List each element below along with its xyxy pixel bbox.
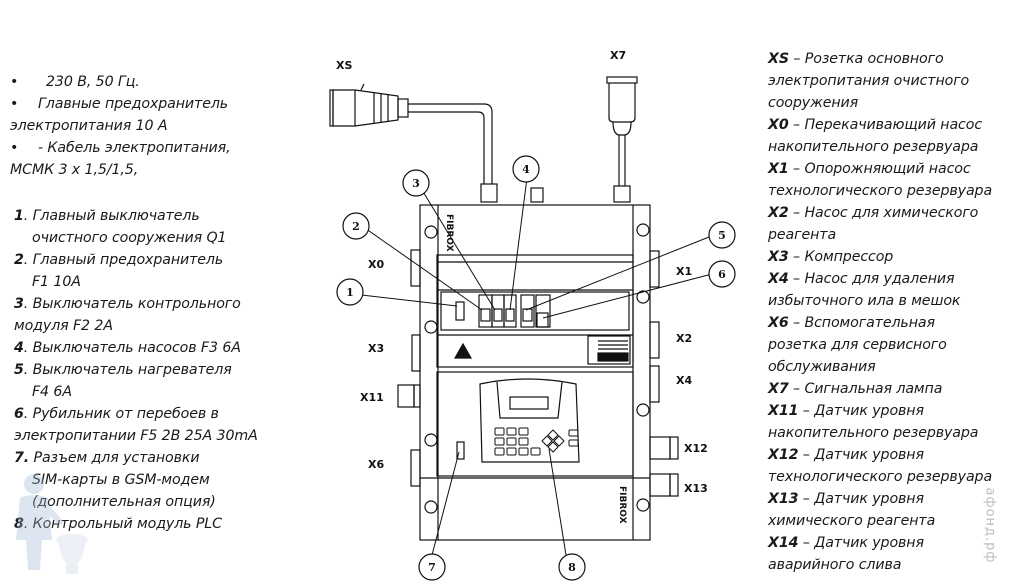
port-label-x2: X2 bbox=[676, 332, 692, 345]
svg-text:5: 5 bbox=[718, 229, 726, 242]
svg-text:8: 8 bbox=[568, 561, 576, 574]
components-legend: 1. Главный выключатель очистного сооруже… bbox=[14, 205, 258, 535]
spec-item: •230 В, 50 Гц. bbox=[10, 74, 140, 90]
port-label-x0: X0 bbox=[368, 258, 384, 271]
connector-item-x1: X1 – Опорожняющий насос bbox=[768, 161, 971, 177]
port-label-x4: X4 bbox=[676, 374, 692, 387]
callout-5 bbox=[708, 221, 736, 249]
spec-item-cont: МСМК 3 х 1,5/1,5, bbox=[10, 162, 139, 178]
connector-item-x14: X14 – Датчик уровня bbox=[768, 535, 924, 551]
spec-item-cont: электропитания 10 А bbox=[10, 118, 168, 134]
x7-signal-lamp bbox=[606, 76, 638, 203]
svg-text:6: 6 bbox=[718, 268, 726, 281]
warning-icon bbox=[453, 342, 473, 359]
connector-item-x2: X2 – Насос для химического bbox=[768, 205, 979, 221]
connector-item-cont: накопительного резервуара bbox=[768, 425, 979, 441]
enclosure: FIBROX FIBROX bbox=[419, 204, 651, 541]
side-connectors bbox=[397, 249, 679, 497]
connector-item-xs: XS – Розетка основного bbox=[768, 51, 944, 67]
legend-item-7: 7. Разъем для установки bbox=[14, 450, 200, 466]
connector-item-x12: X12 – Датчик уровня bbox=[768, 447, 924, 463]
connector-item-x4: X4 – Насос для удаления bbox=[768, 271, 955, 287]
callout-3 bbox=[402, 169, 430, 197]
connector-item-cont: реагента bbox=[768, 227, 837, 243]
spec-text: - Кабель электропитания, bbox=[38, 140, 231, 156]
connector-item-x3: X3 – Компрессор bbox=[768, 249, 894, 265]
legend-item-2: 2. Главный предохранитель bbox=[14, 252, 224, 268]
connector-item-x0: X0 – Перекачивающий насос bbox=[768, 117, 983, 133]
spec-item: •- Кабель электропитания, bbox=[10, 140, 231, 156]
connector-item-x6: X6 – Вспомогательная bbox=[768, 315, 935, 331]
spec-item: •Главные предохранитель bbox=[10, 96, 229, 112]
connector-item-x11: X11 – Датчик уровня bbox=[768, 403, 924, 419]
svg-text:3: 3 bbox=[412, 177, 420, 190]
legend-item-4: 4. Выключатель насосов F3 6A bbox=[14, 340, 241, 356]
callout-1 bbox=[336, 278, 364, 306]
power-specs-list: •230 В, 50 Гц. •Главные предохранитель э… bbox=[10, 71, 231, 181]
spec-text: 230 В, 50 Гц. bbox=[46, 74, 140, 90]
brand-label-top: FIBROX bbox=[444, 214, 454, 252]
connector-item-cont: аварийного слива bbox=[768, 557, 902, 573]
connectors-legend: XS – Розетка основного электропитания очи… bbox=[768, 48, 992, 576]
plc-controller bbox=[479, 378, 580, 463]
connector-item-cont: технологического резервуара bbox=[768, 469, 993, 485]
sim-slot bbox=[456, 441, 465, 460]
port-label-x6: X6 bbox=[368, 458, 384, 471]
svg-text:4: 4 bbox=[522, 163, 530, 176]
port-label-x13: X13 bbox=[684, 482, 708, 495]
connector-item-cont: сооружения bbox=[768, 95, 859, 111]
legend-item-8: 8. Контрольный модуль PLC bbox=[14, 516, 222, 532]
legend-item-5: 5. Выключатель нагревателя bbox=[14, 362, 232, 378]
legend-item-6: 6. Рубильник от перебоев в bbox=[14, 406, 219, 422]
port-label-x7: X7 bbox=[610, 49, 626, 62]
callout-6 bbox=[708, 260, 736, 288]
connector-item-cont: химического реагента bbox=[768, 513, 936, 529]
connector-item-cont: технологического резервуара bbox=[768, 183, 993, 199]
legend-item-3: 3. Выключатель контрольного bbox=[14, 296, 241, 312]
port-label-x1: X1 bbox=[676, 265, 692, 278]
port-label-xs: XS bbox=[336, 59, 352, 72]
callouts bbox=[336, 155, 736, 581]
callout-leaders bbox=[352, 177, 715, 556]
spec-text: Главные предохранитель bbox=[38, 96, 229, 112]
brand-label-bottom: FIBROX bbox=[617, 486, 627, 524]
connector-item-cont: электропитания очистного bbox=[768, 73, 970, 89]
callout-4 bbox=[512, 155, 540, 183]
svg-text:1: 1 bbox=[346, 286, 354, 299]
cable-gland bbox=[530, 187, 544, 203]
plumber-mascot-icon bbox=[16, 474, 88, 574]
port-label-x12: X12 bbox=[684, 442, 708, 455]
legend-item-1: 1. Главный выключатель bbox=[14, 208, 200, 224]
callout-8 bbox=[558, 553, 586, 581]
connector-item-cont: розетка для сервисного bbox=[768, 337, 947, 353]
svg-text:7: 7 bbox=[428, 561, 436, 574]
port-label-x11: X11 bbox=[360, 391, 384, 404]
connector-item-cont: обслуживания bbox=[768, 359, 876, 375]
connector-item-cont: избыточного ила в мешок bbox=[768, 293, 961, 309]
connector-item-x7: X7 – Сигнальная лампа bbox=[768, 381, 943, 397]
svg-text:2: 2 bbox=[352, 220, 360, 233]
callout-7 bbox=[418, 553, 446, 581]
site-watermark: афонд.рф bbox=[982, 487, 998, 564]
connector-item-cont: накопительного резервуара bbox=[768, 139, 979, 155]
xs-power-plug bbox=[329, 83, 498, 203]
connector-item-x13: X13 – Датчик уровня bbox=[768, 491, 924, 507]
port-label-x3: X3 bbox=[368, 342, 384, 355]
callout-2 bbox=[342, 212, 370, 240]
